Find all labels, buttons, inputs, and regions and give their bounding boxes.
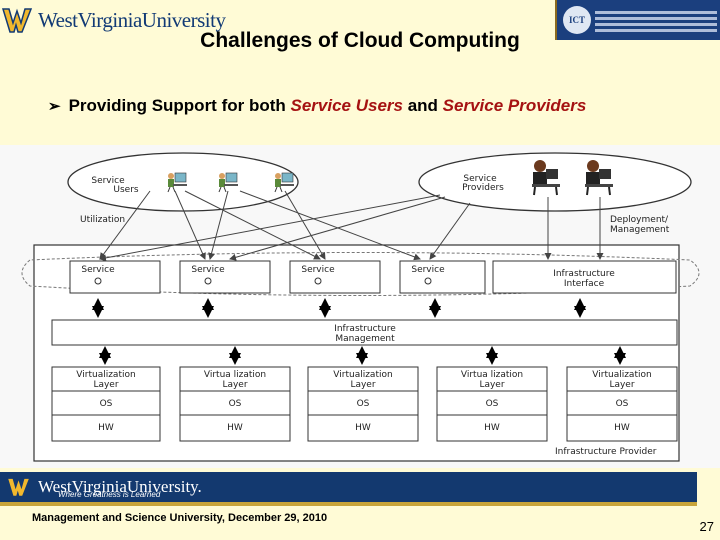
- virtualization-label: Virtua lization: [461, 370, 523, 380]
- provider-service-arrow: [229, 196, 446, 261]
- service-box: [399, 260, 486, 294]
- user-computer-icon: [218, 172, 238, 193]
- virtualization-label: Virtualization: [76, 370, 135, 380]
- os-label: OS: [100, 399, 113, 409]
- footer-caption: Management and Science University, Decem…: [32, 512, 328, 524]
- service-box: [179, 260, 271, 294]
- layer-label: Layer: [222, 380, 247, 390]
- hw-label: HW: [98, 423, 114, 433]
- stack-4: Virtua lization Layer OS HW: [436, 366, 548, 442]
- deployment-label-1: Deployment/: [610, 215, 669, 225]
- infra-interface-label-2: Interface: [564, 279, 605, 289]
- user-computer-icon: [274, 172, 294, 193]
- provider-service-arrow: [429, 202, 471, 260]
- providers-label-1: Service: [463, 174, 497, 184]
- conference-logo-icon: ICT: [563, 6, 591, 34]
- page-number: 27: [699, 519, 714, 534]
- users-label-1: Service: [91, 176, 125, 186]
- bullet-middle: and: [402, 96, 443, 115]
- conference-banner-text: [595, 8, 717, 35]
- service-port-icon: [94, 277, 102, 285]
- cloud-outline: [21, 252, 700, 296]
- provider-workstation-icon: [532, 160, 560, 196]
- layer-label: Layer: [479, 380, 504, 390]
- user-service-arrow: [208, 190, 229, 260]
- infra-interface-label-1: Infrastructure: [553, 269, 615, 279]
- bullet-service-providers: Service Providers: [442, 96, 587, 115]
- service-label: Service: [411, 265, 445, 275]
- provider-workstation-icon: [585, 160, 613, 196]
- slide-title: Challenges of Cloud Computing: [200, 29, 520, 52]
- os-label: OS: [616, 399, 629, 409]
- os-label: OS: [229, 399, 242, 409]
- hw-label: HW: [484, 423, 500, 433]
- user-service-arrow: [174, 190, 206, 260]
- user-service-arrow: [239, 190, 421, 261]
- footer-logo: WestVirginiaUniversity.: [6, 476, 202, 498]
- os-label: OS: [486, 399, 499, 409]
- users-label-2: Users: [113, 185, 139, 195]
- service-port-icon: [314, 277, 322, 285]
- infrastructure-provider-label: Infrastructure Provider: [555, 447, 657, 457]
- user-service-arrow: [184, 190, 321, 260]
- service-port-icon: [424, 277, 432, 285]
- bullet-prefix: Providing Support for both: [68, 96, 291, 115]
- stack-1: Virtualization Layer OS HW: [51, 366, 161, 442]
- architecture-diagram: Service Users Service Providers: [0, 145, 720, 468]
- os-label: OS: [357, 399, 370, 409]
- infra-mgmt-label-1: Infrastructure: [334, 324, 396, 334]
- wv-monogram-icon: [8, 478, 29, 496]
- layer-label: Layer: [609, 380, 634, 390]
- user-service-arrow: [284, 190, 326, 260]
- bullet-service-users: Service Users: [290, 96, 403, 115]
- bullet-point: ➢ Providing Support for both Service User…: [48, 96, 586, 116]
- service-port-icon: [204, 277, 212, 285]
- virtualization-label: Virtualization: [333, 370, 392, 380]
- service-box: [289, 260, 381, 294]
- wvu-logo-text: WestVirginiaUniversity: [38, 7, 226, 32]
- wv-monogram-icon: [1, 5, 36, 35]
- stack-5: Virtualization Layer OS HW: [566, 366, 678, 442]
- layer-label: Layer: [93, 380, 118, 390]
- wvu-logo: WestVirginiaUniversity: [1, 0, 226, 40]
- user-service-arrow: [99, 190, 151, 260]
- service-label: Service: [191, 265, 225, 275]
- footer-logo-text: WestVirginiaUniversity.: [38, 477, 202, 496]
- service-label: Service: [301, 265, 335, 275]
- stack-3: Virtualization Layer OS HW: [307, 366, 419, 442]
- layer-label: Layer: [350, 380, 375, 390]
- hw-label: HW: [227, 423, 243, 433]
- footer-bar: WestVirginiaUniversity. Where Greatness …: [0, 472, 697, 506]
- virtualization-label: Virtua lization: [204, 370, 266, 380]
- bullet-arrow-icon: ➢: [48, 98, 61, 115]
- virtualization-label: Virtualization: [592, 370, 651, 380]
- utilization-label: Utilization: [80, 215, 125, 225]
- stack-2: Virtua lization Layer OS HW: [179, 366, 291, 442]
- hw-label: HW: [614, 423, 630, 433]
- service-providers-ellipse: [418, 152, 692, 212]
- deployment-label-2: Management: [610, 225, 670, 235]
- providers-label-2: Providers: [462, 183, 504, 193]
- conference-banner: ICT: [555, 0, 720, 40]
- provider-service-arrow: [99, 194, 441, 262]
- infrastructure-interface-box: [492, 260, 677, 294]
- infrastructure-management-box: [51, 319, 678, 346]
- footer-tagline: Where Greatness is Learned: [58, 490, 161, 499]
- service-box: [69, 260, 161, 294]
- service-label: Service: [81, 265, 115, 275]
- infra-mgmt-label-2: Management: [335, 334, 395, 344]
- hw-label: HW: [355, 423, 371, 433]
